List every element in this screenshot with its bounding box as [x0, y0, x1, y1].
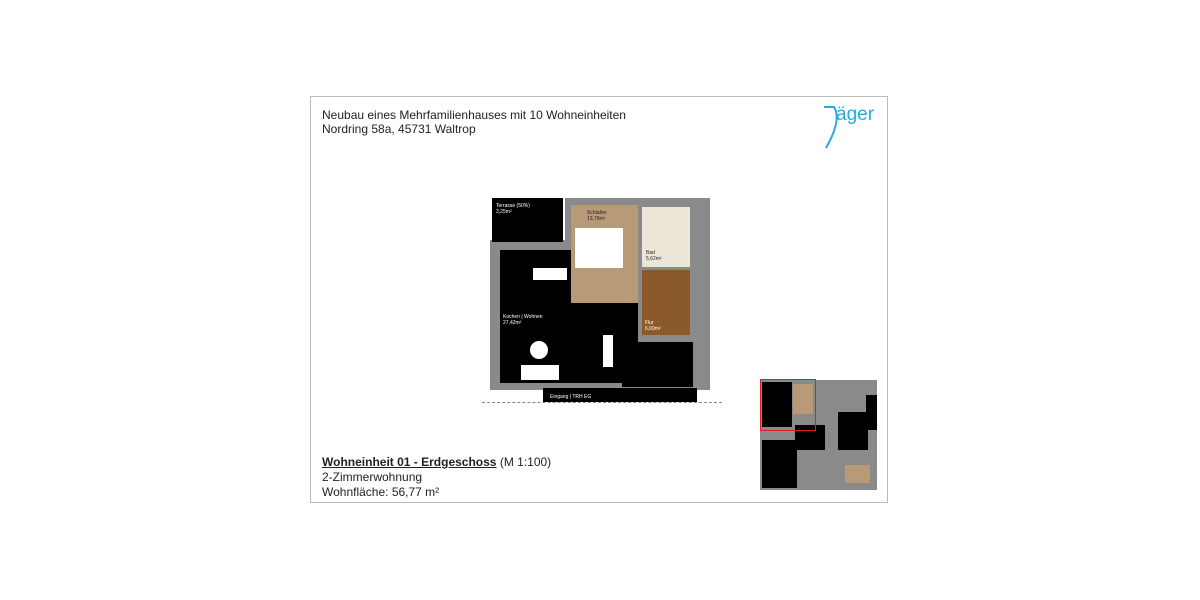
project-header: Neubau eines Mehrfamilienhauses mit 10 W…: [322, 108, 626, 136]
logo-j-icon: [824, 106, 838, 149]
project-title: Neubau eines Mehrfamilienhauses mit 10 W…: [322, 108, 626, 122]
logo: äger: [836, 104, 875, 125]
unit-caption: Wohneinheit 01 - Erdgeschoss (M 1:100) 2…: [322, 455, 551, 500]
project-address: Nordring 58a, 45731 Waltrop: [322, 122, 476, 136]
drawing-sheet: [310, 96, 888, 503]
room-label-terrasse: Terrasse (50%)3,25m²: [496, 203, 530, 215]
unit-type: 2-Zimmerwohnung: [322, 470, 423, 484]
unit-title: Wohneinheit 01 - Erdgeschoss: [322, 455, 497, 469]
unit-area: Wohnfläche: 56,77 m²: [322, 485, 440, 499]
unit-scale: (M 1:100): [499, 455, 552, 469]
entrance-label: Eingang | TRH EG: [550, 394, 592, 400]
